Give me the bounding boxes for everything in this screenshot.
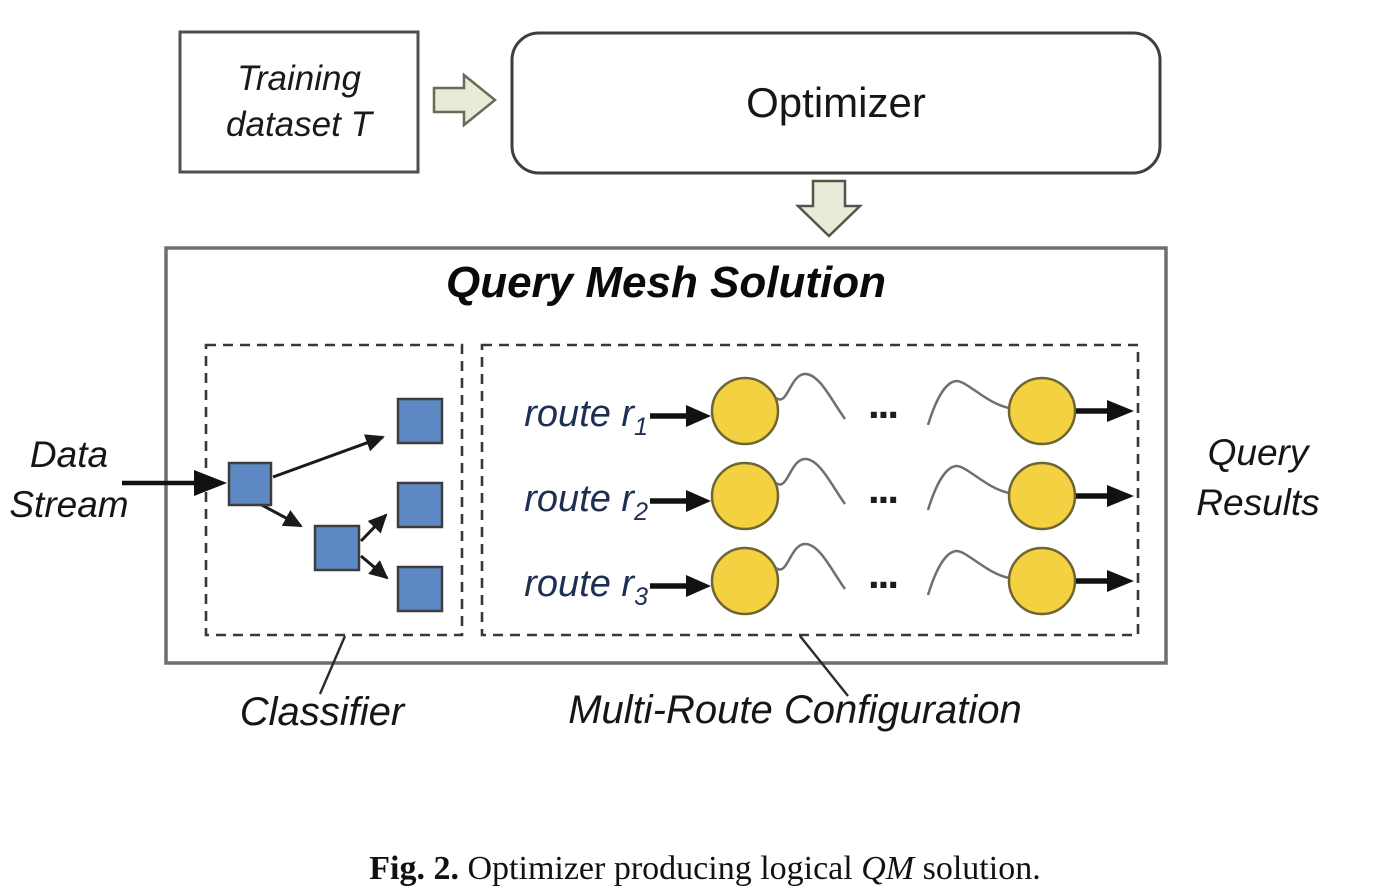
operator-node [1007,461,1077,531]
query-results-line1: Query [1207,432,1309,473]
tree-edge [272,434,385,479]
flow-arrow-right-icon [432,72,497,128]
optimizer-text: Optimizer [746,79,926,126]
route-wave [926,379,1010,426]
multiroute-callout-label: Multi-Route Configuration [568,688,1022,732]
ellipsis-icon: ... [868,380,897,427]
data-stream-line2: Stream [9,484,129,525]
caption-emphasis: QM [861,850,915,887]
classifier-tree [227,397,444,613]
query-mesh-title: Query Mesh Solution [445,258,887,307]
data-stream-arrow [122,470,227,496]
tree-edge [359,513,388,543]
route-wave [775,372,847,420]
classifier-dashed-box [204,343,464,637]
flow-arrow-down-icon [794,179,864,238]
classifier-callout-label: Classifier [239,690,405,734]
operator-node [1007,376,1077,446]
operator-node [710,376,780,446]
tree-node-leaf-top [396,397,444,445]
route-row-1: ... [650,372,1134,446]
tree-edge [257,501,303,528]
route-wave [775,542,847,590]
classifier-leader-line [318,635,347,695]
route-3-name: route r [524,563,635,605]
training-line1: Training [237,59,361,98]
training-line2: dataset T [226,105,372,144]
route-1-label: route r1 [488,393,648,440]
route-row-2: ... [650,457,1134,531]
figure-caption: Fig. 2. Optimizer producing logical QM s… [0,812,1376,896]
tree-edge [360,554,389,580]
route-2-name: route r [524,478,635,520]
route-3-label: route r3 [488,563,648,610]
ellipsis-icon: ... [868,550,897,597]
route-1-sub: 1 [634,413,648,441]
multiroute-dashed-box [480,343,1140,637]
multiroute-leader-line [799,635,849,697]
data-stream-label: Data Stream [0,430,138,530]
caption-text: Optimizer producing logical [459,850,862,887]
operator-node [1007,546,1077,616]
route-wave [926,549,1010,596]
route-wave [775,457,847,505]
ellipsis-icon: ... [868,465,897,512]
tree-node-leaf-bottom [396,565,444,613]
tree-node-mid [313,524,361,572]
training-dataset-label: Training dataset T [180,32,418,172]
caption-figure-number: Fig. 2. [369,850,459,887]
route-3-sub: 3 [634,583,648,611]
route-2-sub: 2 [634,498,648,526]
query-results-label: Query Results [1178,428,1338,528]
caption-text-after: solution. [914,850,1041,887]
data-stream-line1: Data [29,434,109,475]
operator-node [710,461,780,531]
route-1-name: route r [524,393,635,435]
query-results-line2: Results [1196,482,1320,523]
route-row-3: ... [650,542,1134,616]
optimizer-box [510,31,1162,175]
operator-node [710,546,780,616]
training-dataset-box [178,30,420,174]
route-2-label: route r2 [488,478,648,525]
route-wave [926,464,1010,511]
tree-node-leaf-mid [396,481,444,529]
tree-node-root [227,461,273,507]
optimizer-label: Optimizer [512,33,1160,173]
